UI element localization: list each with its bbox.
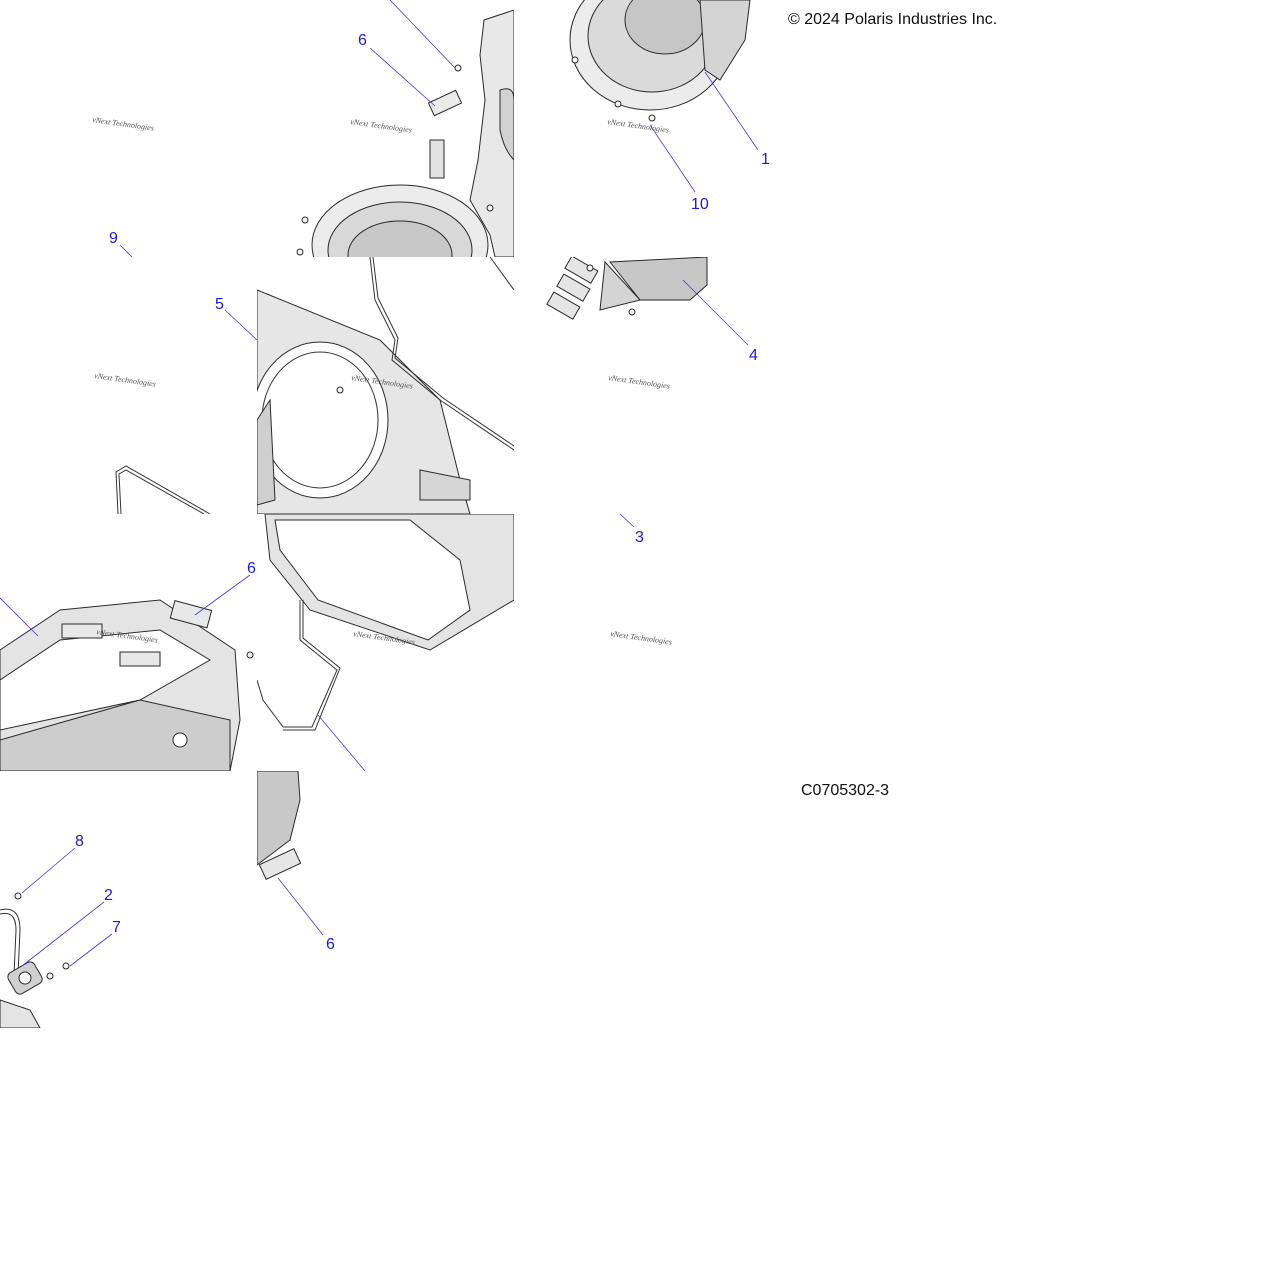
callout-6a: 6: [358, 32, 367, 49]
callout-10: 10: [691, 196, 709, 213]
callout-1: 1: [761, 151, 770, 168]
callout-7: 7: [112, 919, 121, 936]
tile-row3-left: [0, 599, 254, 771]
leader-lines: [0, 0, 759, 967]
watermark: vNext Technologies: [607, 117, 670, 135]
watermark: vNext Technologies: [608, 373, 671, 391]
copyright-notice: © 2024 Polaris Industries Inc.: [788, 11, 998, 28]
tile-bottom-left: [0, 892, 70, 1028]
tile-middle-right: [546, 257, 708, 320]
tile-row3-middle: [257, 514, 514, 731]
callout-6c: 6: [326, 936, 335, 953]
tile-top-middle: [296, 9, 514, 257]
callout-9: 9: [109, 230, 118, 247]
watermark: vNext Technologies: [610, 629, 673, 647]
tile-middle-left: [115, 465, 211, 514]
callout-4: 4: [749, 347, 758, 364]
watermark: vNext Technologies: [350, 117, 413, 135]
tile-bottom-middle: [257, 771, 302, 880]
tile-top-right: [569, 0, 751, 122]
watermark: vNext Technologies: [94, 371, 157, 389]
watermark: vNext Technologies: [92, 115, 155, 133]
callout-6b: 6: [247, 560, 256, 577]
callout-3: 3: [635, 529, 644, 546]
callout-8: 8: [75, 833, 84, 850]
callout-5: 5: [215, 296, 224, 313]
figure-code: C0705302-3: [801, 782, 890, 799]
callout-2: 2: [104, 887, 113, 904]
tile-center: [257, 257, 514, 514]
callout-labels: 6 1 10 9 5 4 3 6 8 2 7 6: [75, 32, 770, 953]
